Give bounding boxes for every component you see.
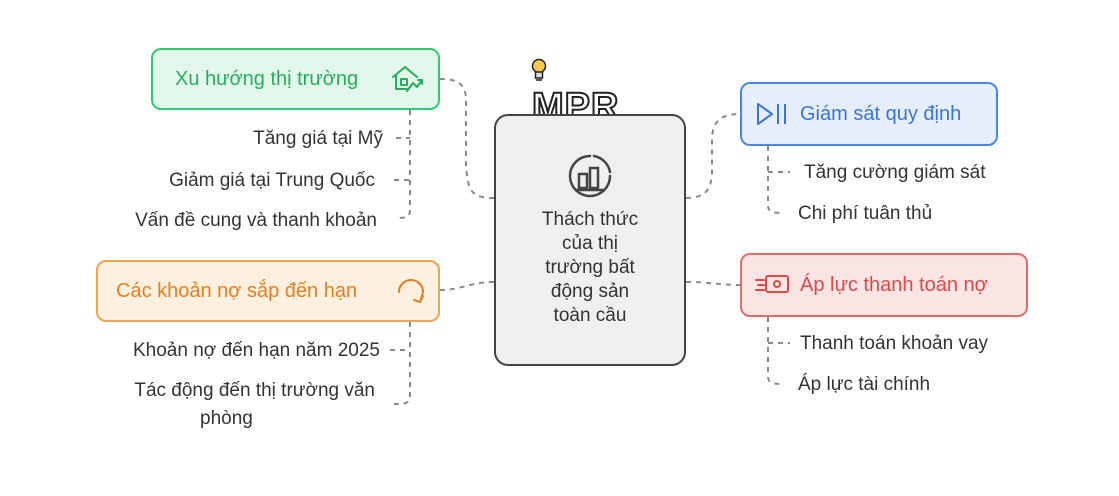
house-growth-icon — [392, 66, 423, 92]
center-title-line: toàn cầu — [553, 305, 627, 326]
leaf-debt-1: Khoản nợ đến hạn năm 2025 — [133, 340, 380, 361]
play-pause-icon — [757, 103, 786, 125]
wire-maturing-debt — [439, 281, 495, 291]
node-label: Các khoản nợ sắp đến hạn — [116, 279, 358, 302]
leaf-dp-1: Thanh toán khoản vay — [800, 333, 989, 354]
wire-dp-leaves — [767, 317, 785, 385]
wire-market-leaves — [395, 110, 411, 219]
lightbulb-icon — [531, 58, 547, 81]
leaf-dp-2: Áp lực tài chính — [798, 374, 931, 395]
node-regulatory: Giám sát quy định — [740, 82, 998, 146]
node-market-trends: Xu hướng thị trường — [151, 48, 440, 110]
clock-arrow-icon — [398, 279, 424, 303]
chart-building-icon — [568, 154, 612, 198]
wire-reg-leaves — [767, 146, 785, 214]
leaf-market-2: Giảm giá tại Trung Quốc — [169, 170, 375, 191]
node-label: Giám sát quy định — [800, 102, 962, 125]
node-debt-pressure: Áp lực thanh toán nợ — [740, 253, 1028, 317]
leaf-debt-2: Tác động đến thị trường văn — [134, 380, 375, 401]
center-title-line: động sản — [550, 281, 630, 302]
center-title: Thách thức của thị trường bất động sản t… — [496, 208, 684, 328]
center-title-line: Thách thức — [541, 209, 639, 230]
node-label: Xu hướng thị trường — [175, 67, 359, 90]
wire-regulatory — [685, 113, 741, 199]
leaf-market-1: Tăng giá tại Mỹ — [253, 128, 383, 149]
leaf-market-3: Vấn đề cung và thanh khoản — [135, 210, 377, 231]
center-title-line: trường bất — [545, 257, 635, 278]
wire-market-trends — [439, 78, 495, 199]
center-node: Thách thức của thị trường bất động sản t… — [494, 114, 686, 366]
leaf-debt-2-cont: phòng — [200, 408, 253, 429]
leaf-reg-2: Chi phí tuân thủ — [798, 203, 933, 224]
money-stack-icon — [755, 275, 789, 293]
leaf-reg-1: Tăng cường giám sát — [804, 162, 986, 183]
wire-debt-pressure — [685, 281, 741, 286]
center-title-line: của thị — [562, 233, 618, 254]
node-maturing-debt: Các khoản nợ sắp đến hạn — [96, 260, 440, 322]
node-label: Áp lực thanh toán nợ — [800, 273, 988, 296]
wire-debt-leaves — [393, 322, 411, 405]
